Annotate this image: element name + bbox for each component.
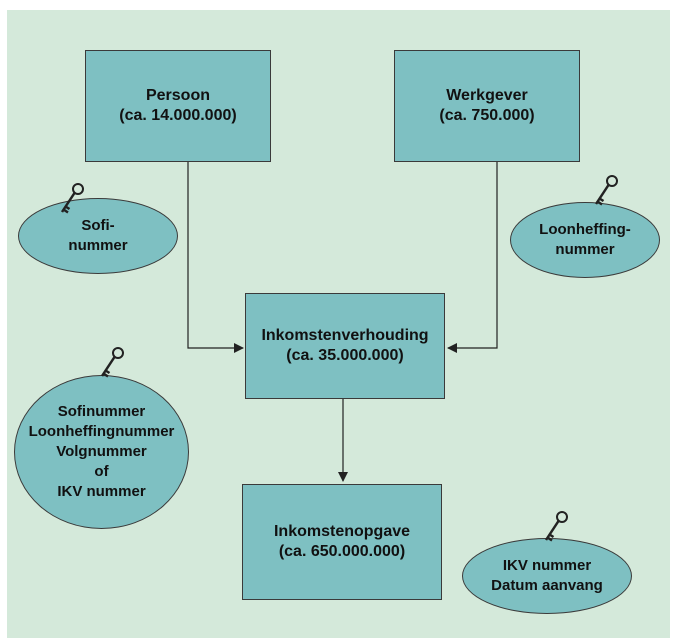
box-inkomstenverhouding-title: Inkomstenverhouding xyxy=(261,327,429,344)
box-inkomstenopgave-title: Inkomstenopgave xyxy=(273,523,411,540)
box-persoon-title: Persoon xyxy=(145,87,210,104)
key-ellipse-loonheffingnummer: Loonheffing- nummer xyxy=(510,202,660,278)
key-ikv-line4: of xyxy=(94,463,109,480)
box-werkgever-title: Werkgever xyxy=(446,87,528,104)
key-ikv-line1: Sofinummer xyxy=(57,403,146,420)
key-ellipse-sofinummer: Sofi- nummer xyxy=(18,198,178,274)
key-icon xyxy=(100,347,124,378)
connector-lines xyxy=(187,161,498,482)
key-opgave-line2: Datum aanvang xyxy=(491,577,603,594)
key-sofi-line2: nummer xyxy=(68,237,128,254)
arrow-persoon-to-inkomstenverhouding xyxy=(187,161,244,353)
key-sofi-line1: Sofi- xyxy=(81,217,115,234)
box-inkomstenverhouding-count: (ca. 35.000.000) xyxy=(286,347,404,364)
key-loonheffing-line2: nummer xyxy=(555,241,615,258)
key-ikv-line2: Loonheffingnummer xyxy=(28,423,175,440)
arrow-werkgever-to-inkomstenverhouding xyxy=(447,161,498,353)
key-ellipse-ikv-composite: Sofinummer Loonheffingnummer Volgnummer … xyxy=(14,375,189,529)
box-persoon: Persoon (ca. 14.000.000) xyxy=(85,50,271,162)
diagram-canvas: Persoon (ca. 14.000.000) Werkgever (ca. … xyxy=(7,10,670,638)
key-opgave-line1: IKV nummer xyxy=(502,557,592,574)
key-icon xyxy=(60,183,84,214)
box-inkomstenopgave-count: (ca. 650.000.000) xyxy=(278,543,406,560)
key-ikv-line3: Volgnummer xyxy=(56,443,147,460)
key-ikv-line5: IKV nummer xyxy=(57,483,146,500)
key-ellipse-opgave: IKV nummer Datum aanvang xyxy=(462,538,632,614)
box-werkgever: Werkgever (ca. 750.000) xyxy=(394,50,580,162)
box-inkomstenopgave: Inkomstenopgave (ca. 650.000.000) xyxy=(242,484,442,600)
key-icon xyxy=(594,175,618,206)
box-persoon-count: (ca. 14.000.000) xyxy=(119,107,237,124)
key-icon xyxy=(544,511,568,542)
box-inkomstenverhouding: Inkomstenverhouding (ca. 35.000.000) xyxy=(245,293,445,399)
box-werkgever-count: (ca. 750.000) xyxy=(439,107,535,124)
key-loonheffing-line1: Loonheffing- xyxy=(539,221,631,238)
